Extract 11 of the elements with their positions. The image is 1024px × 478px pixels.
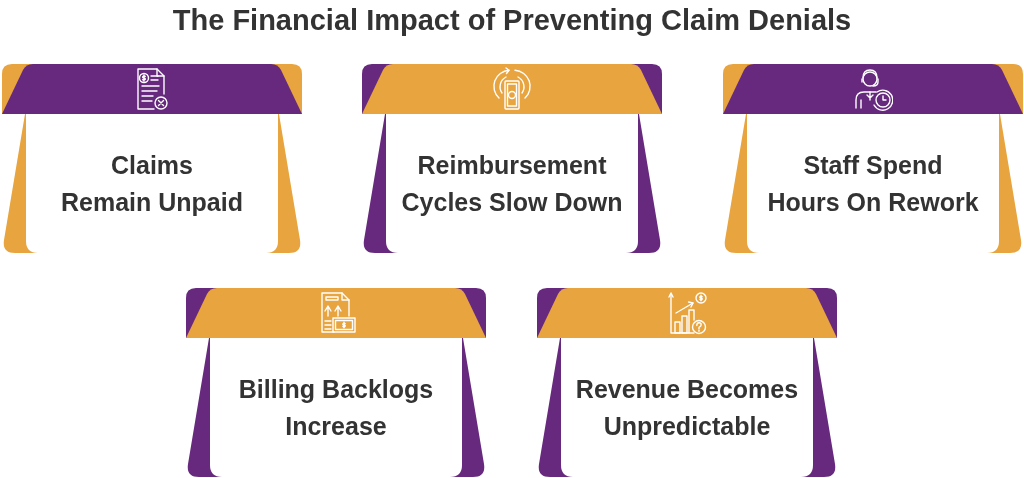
card (2, 64, 302, 253)
card-title: Revenue Becomes Unpredictable (575, 373, 799, 442)
card-title: Billing Backlogs Increase (238, 373, 434, 442)
card (537, 288, 837, 477)
card-title: Staff Spend Hours On Rework (767, 149, 979, 218)
card-title: Reimbursement Cycles Slow Down (401, 149, 623, 218)
title: The Financial Impact of Preventing Claim Denials (172, 3, 852, 38)
card (362, 64, 662, 253)
card-title: Claims Remain Unpaid (61, 149, 243, 218)
card (723, 64, 1023, 253)
card (186, 288, 486, 477)
